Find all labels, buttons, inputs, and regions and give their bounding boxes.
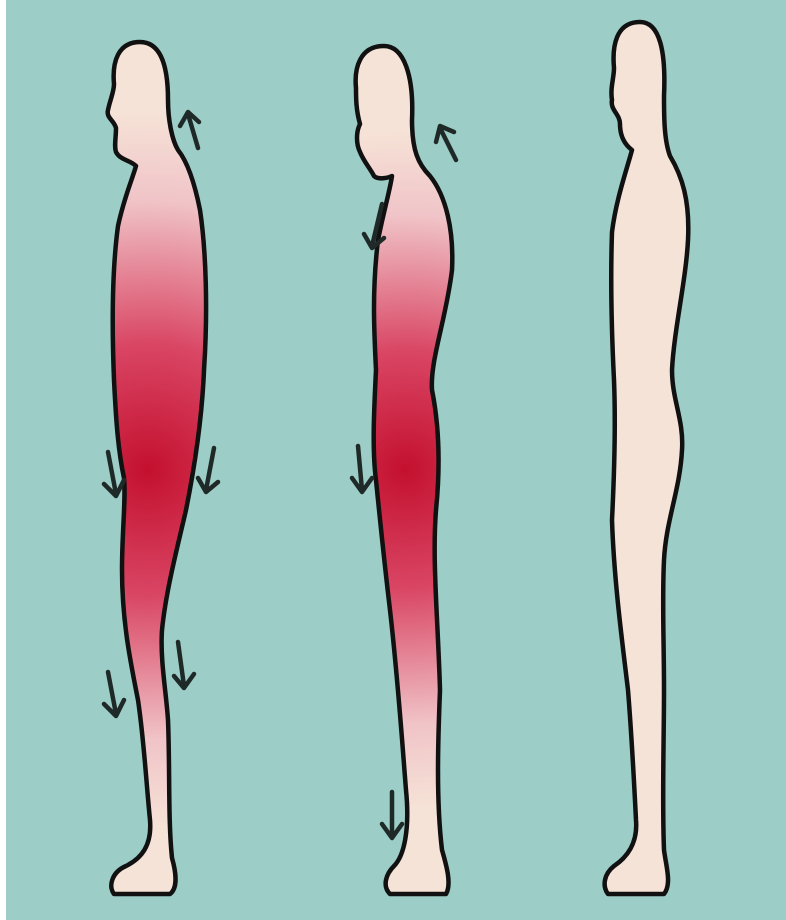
left-frame-edge (0, 0, 6, 920)
